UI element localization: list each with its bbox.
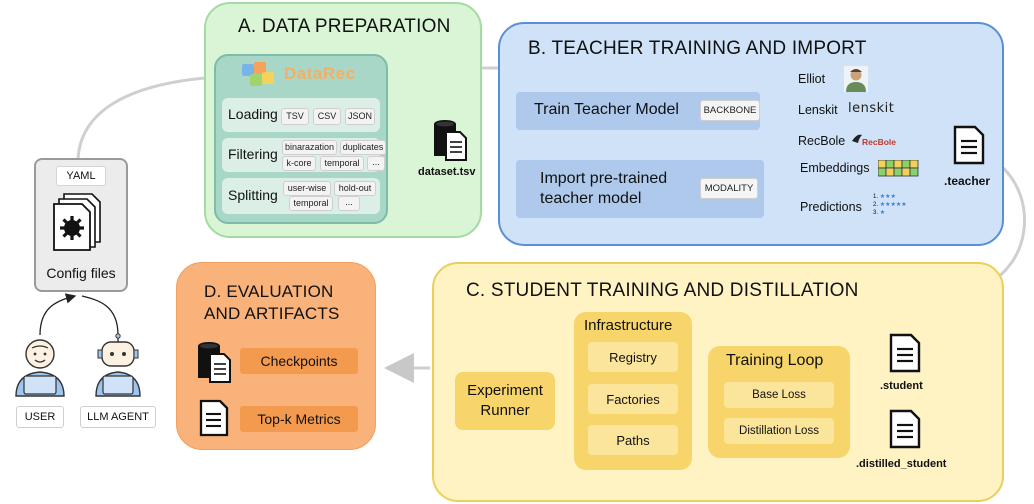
distillation-loss-box: Distillation Loss bbox=[724, 418, 834, 444]
chip-json: JSON bbox=[345, 108, 375, 125]
splitting-label: Splitting bbox=[228, 187, 278, 203]
experiment-runner-box bbox=[455, 372, 555, 430]
user-to-config bbox=[39, 293, 77, 336]
recbole-logo: RecBole bbox=[862, 137, 897, 147]
distilled-student-output-label: .distilled_student bbox=[856, 458, 947, 470]
infra-registry: Registry bbox=[588, 342, 678, 372]
rank-number: 2. bbox=[873, 202, 879, 208]
evaluation-title-1: D. EVALUATION bbox=[204, 282, 334, 301]
chip-hold-out: hold-out bbox=[334, 181, 376, 196]
student-file-icon bbox=[889, 333, 921, 373]
chip-more: ... bbox=[367, 156, 385, 171]
filtering-label: Filtering bbox=[228, 146, 278, 162]
train-teacher-label: Train Teacher Model bbox=[534, 101, 679, 118]
import-teacher-label-1: Import pre-trained bbox=[540, 170, 668, 187]
recbole-bird-icon bbox=[852, 134, 862, 143]
training-loop-label: Training Loop bbox=[726, 352, 824, 369]
infra-factories: Factories bbox=[588, 384, 678, 414]
flow-config-to-a bbox=[76, 76, 206, 161]
chip-binarazation: binarazation bbox=[282, 140, 337, 155]
chip-user-wise: user-wise bbox=[283, 181, 331, 196]
checkpoints-icon bbox=[198, 342, 231, 383]
chip-split-more: ... bbox=[338, 196, 360, 211]
datarec-logo-text: DataRec bbox=[284, 64, 356, 83]
chip-duplicates: duplicates bbox=[340, 140, 386, 155]
teacher-file-icon bbox=[953, 125, 985, 165]
import-teacher-label-2: teacher model bbox=[540, 190, 642, 207]
infra-paths: Paths bbox=[588, 425, 678, 455]
backbone-chip: BACKBONE bbox=[700, 100, 760, 121]
llm-agent-avatar bbox=[95, 333, 141, 397]
metrics-file-icon bbox=[199, 399, 229, 437]
puzzle-icon bbox=[242, 62, 274, 86]
teacher-title: B. TEACHER TRAINING AND IMPORT bbox=[528, 38, 867, 59]
star-icons: ★★★ bbox=[879, 194, 896, 200]
modality-predictions: Predictions bbox=[800, 200, 862, 214]
rank-number: 1. bbox=[873, 194, 879, 200]
infrastructure-label: Infrastructure bbox=[584, 317, 673, 334]
loading-label: Loading bbox=[228, 106, 278, 122]
framework-lenskit: Lenskit bbox=[798, 103, 838, 117]
star-icons: ★ bbox=[879, 210, 886, 216]
yaml-label: YAML bbox=[56, 166, 106, 186]
user-avatar bbox=[15, 339, 65, 397]
chip-csv: CSV bbox=[313, 108, 341, 125]
student-title: C. STUDENT TRAINING AND DISTILLATION bbox=[466, 280, 859, 301]
teacher-output-label: .teacher bbox=[944, 174, 991, 188]
star-icons: ★★★★★ bbox=[879, 202, 907, 208]
checkpoints-label: Checkpoints bbox=[240, 348, 358, 374]
config-files-icon bbox=[53, 193, 101, 251]
config-files-label: Config files bbox=[46, 265, 116, 281]
base-loss-box: Base Loss bbox=[724, 382, 834, 408]
chip-k-core: k-core bbox=[282, 156, 316, 171]
top-k-metrics-label: Top-k Metrics bbox=[240, 406, 358, 432]
experiment-runner-label-2: Runner bbox=[480, 401, 530, 419]
agent-to-config bbox=[81, 295, 119, 336]
framework-recbole: RecBole bbox=[798, 134, 846, 148]
dataset-label: dataset.tsv bbox=[418, 166, 476, 178]
dataset-icon bbox=[434, 120, 467, 161]
elliot-avatar-icon bbox=[844, 66, 868, 92]
chip-temporal: temporal bbox=[320, 156, 364, 171]
modality-embeddings: Embeddings bbox=[800, 161, 870, 175]
framework-elliot: Elliot bbox=[798, 72, 826, 86]
experiment-runner-label-1: Experiment bbox=[467, 381, 543, 399]
student-output-label: .student bbox=[880, 380, 923, 392]
rank-number: 3. bbox=[873, 210, 879, 216]
evaluation-title-2: AND ARTIFACTS bbox=[204, 304, 340, 323]
user-label: USER bbox=[16, 406, 64, 428]
chip-split-temporal: temporal bbox=[289, 196, 333, 211]
distilled-student-file-icon bbox=[889, 409, 921, 449]
data-preparation-title: A. DATA PREPARATION bbox=[238, 16, 451, 37]
chip-tsv: TSV bbox=[281, 108, 309, 125]
llm-agent-label: LLM AGENT bbox=[80, 406, 156, 428]
embeddings-grid-icon bbox=[878, 160, 919, 177]
ranked-stars-list: 1. ★★★ 2. ★★★★★ 3. ★ bbox=[873, 193, 923, 223]
lenskit-logo: lenskit bbox=[848, 101, 895, 116]
modality-chip: MODALITY bbox=[700, 178, 758, 199]
